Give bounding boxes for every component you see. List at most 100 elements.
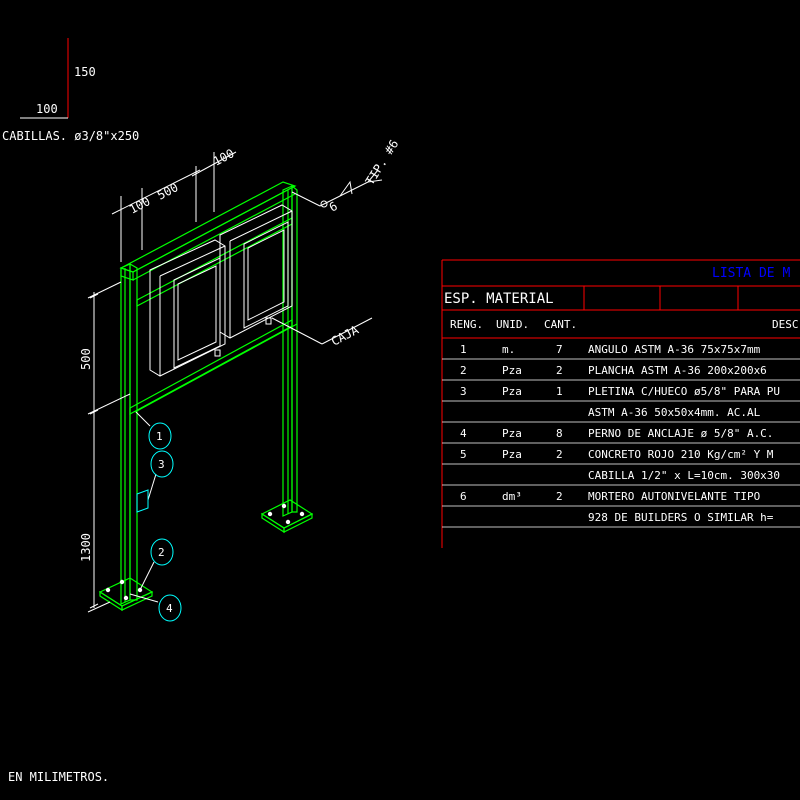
top-detail: 150 100 CABILLAS. ø3/8"x250 — [2, 38, 139, 143]
weld-note: TIP. #6 — [363, 137, 402, 187]
callout-bubble-1 — [148, 422, 172, 450]
weld-fillet-symbol — [339, 180, 353, 197]
col-reng: RENG. — [450, 318, 483, 331]
callout-1-label: 1 — [156, 430, 163, 443]
bolt — [267, 511, 273, 517]
table-cell-reng: 5 — [460, 448, 467, 461]
right-box-door-inner — [247, 229, 285, 321]
right-box-top-edge — [229, 210, 293, 242]
weld-reference-line — [319, 181, 369, 207]
ext-line — [87, 601, 111, 613]
top-beam-end — [120, 267, 134, 281]
detail-note: CABILLAS. ø3/8"x250 — [2, 129, 139, 143]
callout-bubble-2 — [150, 538, 174, 566]
table-cell-unid: Pza — [502, 385, 522, 398]
callout-2-label: 2 — [158, 546, 165, 559]
table-cell-desc: 928 DE BUILDERS O SIMILAR h= — [588, 511, 774, 524]
col-desc: DESC — [772, 318, 799, 331]
tick — [89, 603, 99, 609]
table-cell-reng: 4 — [460, 427, 467, 440]
top-beam-top — [119, 181, 297, 273]
right-box-latch — [265, 317, 272, 325]
table-cell-desc: CABILLA 1/2" x L=10cm. 300x30 — [588, 469, 780, 482]
materials-table: LISTA DE M ESP. MATERIAL RENG. UNID. CAN… — [441, 259, 800, 548]
left-box-door-inner — [177, 265, 217, 361]
weld-size: 6 — [327, 199, 340, 215]
table-cell-cant: 7 — [556, 343, 563, 356]
table-cell-desc: PLANCHA ASTM A-36 200x200x6 — [588, 364, 767, 377]
table-row: 3 Pza 1 PLETINA C/HUECO ø5/8" PARA PU — [442, 385, 800, 402]
caja-reference-line — [321, 317, 373, 345]
table-row: CABILLA 1/2" x L=10cm. 300x30 — [442, 469, 800, 486]
bolt — [285, 519, 291, 525]
tick — [89, 293, 99, 299]
table-cell-cant: 8 — [556, 427, 563, 440]
table-cell-unid: Pza — [502, 448, 522, 461]
table-cell-desc: PLETINA C/HUECO ø5/8" PARA PU — [588, 385, 780, 398]
table-row: 2 Pza 2 PLANCHA ASTM A-36 200x200x6 — [442, 364, 800, 381]
bolt — [299, 511, 305, 517]
left-base-plate-edge2 — [121, 591, 153, 611]
table-cell-desc: ASTM A-36 50x50x4mm. AC.AL — [588, 406, 761, 419]
left-base-plate-edge — [99, 590, 123, 612]
bolt — [281, 503, 287, 509]
caja-leader-line — [271, 317, 323, 345]
bolt — [105, 587, 111, 593]
callouts: 1 3 2 4 — [129, 411, 182, 622]
table-cell-reng: 2 — [460, 364, 467, 377]
table-cell-unid: m. — [502, 343, 515, 356]
table-cell-cant: 2 — [556, 448, 563, 461]
frame-structure — [98, 181, 314, 612]
detail-dim-100: 100 — [36, 102, 58, 116]
right-box-door — [243, 221, 289, 329]
weld-all-around-icon — [320, 200, 328, 208]
col-cant: CANT. — [544, 318, 577, 331]
left-box-door — [173, 257, 221, 369]
left-post-side — [129, 262, 138, 601]
table-cell-cant: 1 — [556, 385, 563, 398]
ext-line — [87, 393, 131, 415]
table-title: LISTA DE M — [712, 266, 790, 281]
callout-bubble-3 — [150, 450, 174, 478]
right-box-outline — [219, 204, 293, 339]
ext-line — [87, 281, 122, 299]
table-cell-cant: 2 — [556, 490, 563, 503]
vertical-dimensions — [87, 281, 131, 613]
table-cell-desc: ANGULO ASTM A-36 75x75x7mm — [588, 343, 761, 356]
caja-leader — [271, 317, 373, 345]
col-unid: UNID. — [496, 318, 529, 331]
anchor-bolts — [105, 503, 305, 601]
callout-leader — [129, 593, 159, 603]
pletina-plate — [136, 489, 149, 513]
top-beam-front-edge — [132, 185, 296, 273]
weld-tail-2 — [367, 179, 383, 183]
table-cell-unid: dm³ — [502, 490, 522, 503]
left-box-outline — [149, 239, 226, 377]
footer-note: EN MILIMETROS. — [8, 770, 109, 784]
table-cell-unid: Pza — [502, 364, 522, 377]
weld-leader — [291, 191, 321, 207]
table-section-header: ESP. MATERIAL — [444, 291, 554, 307]
detail-dim-150: 150 — [74, 65, 96, 79]
dim-100-left: 100 — [127, 194, 153, 217]
weld-symbol — [291, 169, 383, 208]
table-cell-cant: 2 — [556, 364, 563, 377]
dim-100-top: 100 — [211, 146, 237, 169]
weld-tail-1 — [367, 169, 379, 183]
callout-bubble-4 — [158, 594, 182, 622]
dim-line-top — [191, 151, 237, 177]
dim-500: 500 — [155, 180, 181, 203]
table-cell-reng: 6 — [460, 490, 467, 503]
left-box-top-edge — [159, 245, 226, 277]
table-row: 1 m. 7 ANGULO ASTM A-36 75x75x7mm — [442, 343, 800, 360]
top-dimensions — [111, 151, 237, 262]
table-cell-reng: 3 — [460, 385, 467, 398]
tick — [89, 409, 99, 415]
right-base-plate-edge — [261, 512, 285, 534]
table-cell-reng: 1 — [460, 343, 467, 356]
dim-line-bottom — [111, 169, 201, 215]
